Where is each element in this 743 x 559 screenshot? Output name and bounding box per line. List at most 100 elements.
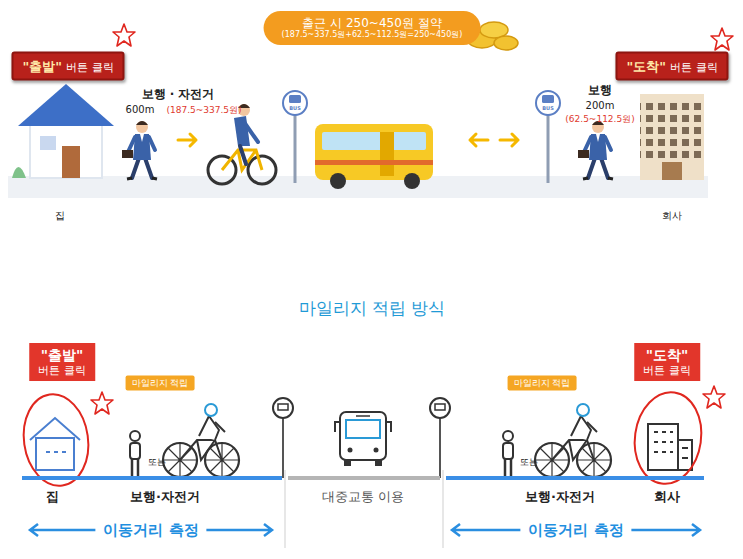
- amount-label: (62.5~112.5원): [565, 114, 634, 125]
- bus-icon: [335, 412, 391, 466]
- illustration: [283, 91, 307, 183]
- measure-label: 이동거리 측정: [520, 521, 631, 539]
- illustration: [535, 404, 611, 477]
- node-text: "도착": [626, 59, 666, 74]
- bus-sign-text: BUS: [289, 105, 300, 111]
- bus-icon: [346, 420, 380, 438]
- house-icon: [36, 438, 74, 470]
- savings-pill: 출근 시 250~450원 절약(187.5~337.5원+62.5~112.5…: [264, 11, 481, 45]
- house-icon: [30, 418, 80, 440]
- illustration: [122, 121, 157, 179]
- cyclist: [244, 122, 258, 142]
- button-tag: "출발"버튼 클릭: [29, 343, 95, 381]
- office-building: [662, 162, 682, 180]
- house-icon: [30, 418, 80, 470]
- segment-label: 집: [46, 489, 59, 505]
- mileage-tag: 마일리지 적립: [508, 376, 577, 391]
- node-text: 버튼 클릭: [643, 364, 691, 377]
- bus: [380, 132, 394, 176]
- coins: [494, 36, 518, 50]
- illustration: [130, 431, 140, 478]
- node-text: "출발": [38, 347, 86, 364]
- bus-icon: [335, 422, 391, 432]
- node-text: 마일리지 적립: [132, 378, 189, 388]
- illustration: [470, 134, 488, 146]
- house: [12, 84, 114, 178]
- or-label: 또는: [520, 457, 538, 468]
- node-text: 출근 시 250~450원 절약: [282, 16, 463, 30]
- house-icon: [46, 451, 66, 453]
- place-label: 집: [55, 210, 65, 222]
- cyclist: [240, 146, 246, 164]
- illustration: [163, 404, 239, 477]
- mileage-tag: 마일리지 적립: [126, 376, 195, 391]
- node-text: "출발": [22, 59, 62, 74]
- illustration: [503, 431, 513, 478]
- building-icon: [648, 424, 692, 470]
- bus-icon: [356, 415, 370, 417]
- illustration: [500, 134, 518, 146]
- house: [30, 122, 102, 178]
- house: [62, 146, 80, 178]
- route-baseline: [443, 470, 444, 548]
- node-text: 버튼 클릭: [38, 364, 86, 377]
- office-building: [640, 94, 704, 180]
- cyclist: [234, 116, 250, 146]
- house: [18, 84, 114, 126]
- bus: [404, 173, 420, 189]
- office-building: [640, 94, 704, 180]
- amount-label: (187.5~337.5원): [166, 105, 241, 116]
- illustration: [703, 386, 725, 408]
- bus: [315, 160, 433, 165]
- route-baseline: [446, 476, 704, 480]
- button-tag: "출발" 버튼 클릭: [11, 51, 124, 80]
- highlight-circle: [629, 388, 707, 488]
- illustration: [430, 398, 450, 478]
- distance-label: 600m: [126, 104, 155, 116]
- segment-label: 보행·자전거: [130, 489, 200, 505]
- bus-icon: [374, 448, 379, 453]
- bus: [322, 132, 426, 150]
- illustration: [113, 24, 135, 46]
- bus: [315, 124, 433, 180]
- illustration: [91, 392, 113, 414]
- segment-label: 보행·자전거: [525, 489, 595, 505]
- or-label: 또는: [148, 457, 166, 468]
- node-text: "도착": [643, 347, 691, 364]
- building-icon: [648, 424, 678, 470]
- building-icon: [654, 432, 688, 458]
- bus: [315, 124, 433, 189]
- mode-label: 보행: [588, 83, 612, 97]
- bus-icon: [348, 448, 353, 453]
- bus-icon: [375, 460, 382, 466]
- place-label: 회사: [662, 210, 682, 222]
- house: [12, 167, 26, 178]
- measure-label: 이동거리 측정: [95, 521, 206, 539]
- illustration: [536, 91, 560, 183]
- cyclist: [208, 104, 276, 184]
- route-baseline: [288, 476, 440, 480]
- section-title: 마일리지 적립 방식: [299, 298, 446, 318]
- button-tag: "도착"버튼 클릭: [634, 343, 700, 381]
- route-baseline: [22, 476, 282, 480]
- bus-icon: [344, 460, 351, 466]
- node-text: (187.5~337.5원+62.5~112.5원=250~450원): [282, 30, 463, 40]
- building-icon: [678, 440, 692, 470]
- mode-label: 보행 · 자전거: [142, 87, 215, 101]
- bus-icon: [340, 412, 386, 460]
- segment-label: 대중교통 이용: [322, 489, 404, 505]
- node-text: 버튼 클릭: [66, 61, 114, 74]
- route-baseline: [22, 470, 704, 548]
- illustration: [178, 134, 196, 146]
- illustration: [711, 28, 733, 50]
- office-building: [640, 100, 704, 158]
- bus: [330, 173, 346, 189]
- node-text: 버튼 클릭: [670, 61, 718, 74]
- button-tag: "도착" 버튼 클릭: [615, 51, 728, 80]
- distance-label: 200m: [586, 100, 615, 112]
- bus-sign-text: BUS: [542, 105, 553, 111]
- highlight-circle: [18, 390, 94, 490]
- segment-label: 회사: [654, 489, 680, 505]
- house: [40, 136, 56, 150]
